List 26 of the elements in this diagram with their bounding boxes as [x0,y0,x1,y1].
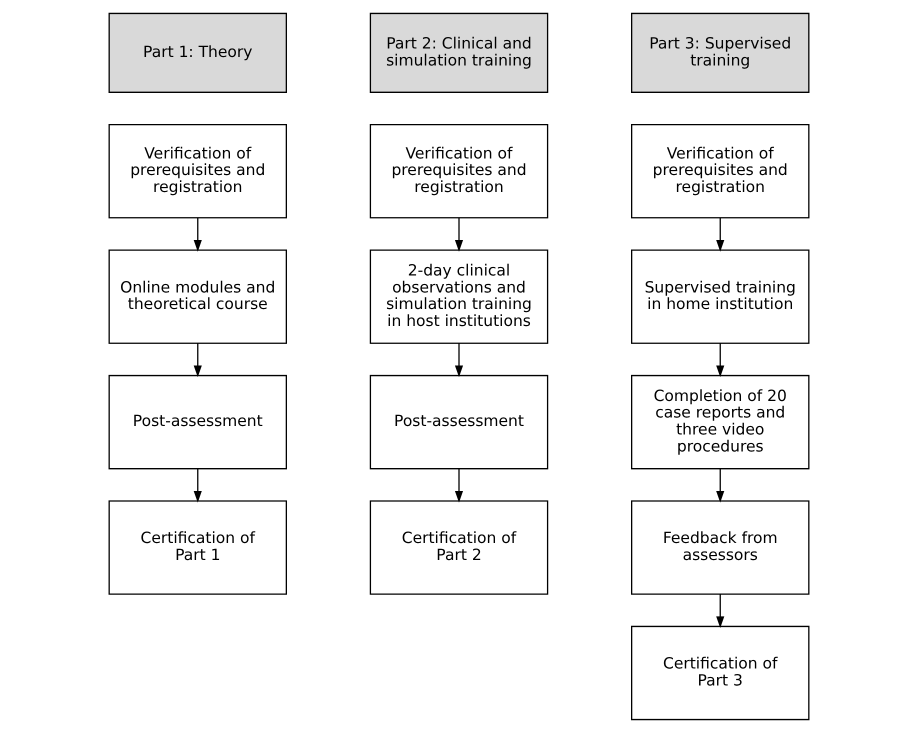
node-box: Verification of prerequisites and registration [108,124,286,218]
node-box: Feedback from assessors [630,500,809,595]
arrow [716,343,724,378]
node-box: Post-assessment [108,374,286,470]
node-box: Part 2: Clinical and simulation training [369,12,548,93]
node-box: Supervised training in home institution [630,249,809,344]
arrow [193,218,202,252]
node-box: Certification of Part 2 [369,500,548,595]
arrow [716,468,724,503]
arrow [193,468,202,503]
arrow [193,343,202,378]
arrow [454,218,463,252]
arrow [716,594,724,628]
arrow [454,343,463,378]
node-box: Verification of prerequisites and registration [630,124,809,218]
node-box: Online modules and theoretical course [108,249,286,344]
arrow [454,468,463,503]
node-box: Part 3: Supervised training [630,12,809,93]
node-box: Post-assessment [369,374,548,470]
node-box: Completion of 20 case reports and three video procedures [630,374,809,470]
node-box: Certification of Part 1 [108,500,286,595]
node-box: Certification of Part 3 [630,626,809,720]
arrow [716,218,724,252]
node-box: Verification of prerequisites and registration [369,124,548,218]
node-box: 2-day clinical observations and simulation training in host institutions [369,249,548,344]
node-box: Part 1: Theory [108,12,286,93]
